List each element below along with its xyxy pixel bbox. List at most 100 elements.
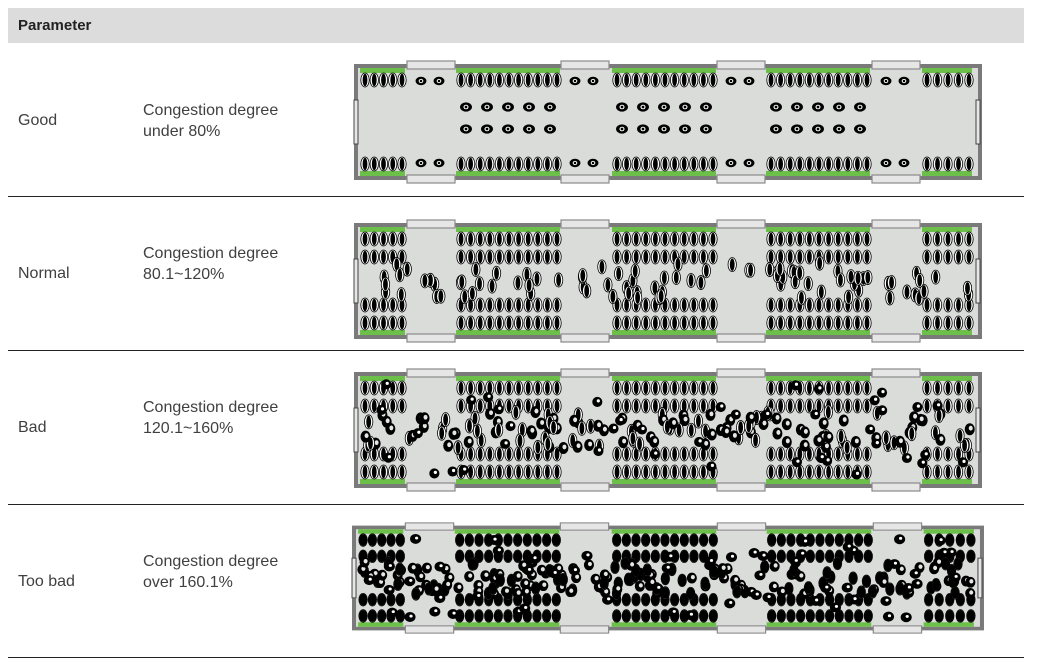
- passenger-body: [532, 534, 542, 547]
- passenger-body: [945, 399, 951, 413]
- passenger-body: [696, 414, 701, 428]
- passenger-body: [371, 447, 377, 461]
- passenger-body: [945, 250, 951, 264]
- train-diagram-normal: [353, 219, 982, 343]
- passenger-crowded-highlight: [749, 414, 754, 420]
- end-cap-right: [977, 557, 983, 599]
- passenger-body: [767, 550, 776, 563]
- passenger-body: [542, 550, 551, 563]
- passenger-body: [921, 285, 927, 298]
- passenger-crowded-highlight: [799, 573, 804, 578]
- passenger-body: [552, 609, 561, 622]
- door-top: [716, 219, 766, 229]
- seat-bench-bottom: [360, 479, 405, 484]
- passenger-eye: [464, 127, 468, 131]
- passenger-body: [637, 437, 642, 451]
- passenger-body: [653, 399, 658, 413]
- passenger-body: [855, 381, 860, 395]
- passenger-crowded-highlight: [817, 437, 822, 443]
- passenger-crowded-highlight: [496, 418, 501, 424]
- passenger-body: [507, 574, 516, 587]
- passenger-body: [362, 381, 368, 395]
- passenger-body: [786, 534, 795, 547]
- passenger-body: [787, 232, 793, 246]
- passenger-body: [477, 399, 483, 413]
- passenger-crowded-highlight: [914, 571, 918, 575]
- train-group: [353, 219, 982, 343]
- passenger-body: [643, 298, 649, 312]
- passenger-body: [681, 232, 687, 246]
- passenger-body: [681, 447, 687, 461]
- passenger-body: [503, 534, 513, 547]
- door-bottom: [871, 482, 921, 492]
- passenger-crowded-highlight: [540, 567, 545, 572]
- passenger-crowded-highlight: [826, 458, 830, 462]
- passenger-body: [535, 250, 541, 264]
- passenger-body: [956, 399, 961, 413]
- passenger-body: [924, 232, 930, 246]
- passenger-body: [390, 316, 396, 330]
- seat-bench-top: [611, 529, 717, 534]
- passenger-crowded-highlight: [373, 571, 378, 576]
- passenger-crowded-highlight: [425, 564, 430, 570]
- passenger-body: [710, 232, 716, 246]
- passenger-crowded-highlight: [818, 386, 822, 390]
- passenger-body: [653, 232, 658, 246]
- seat-bench-top: [922, 227, 972, 232]
- passenger-body: [675, 257, 681, 271]
- passenger-crowded-highlight: [573, 417, 578, 423]
- passenger-body: [797, 73, 803, 87]
- passenger-body: [542, 609, 551, 622]
- passenger-body: [807, 381, 812, 395]
- passenger-body: [399, 232, 405, 246]
- passenger-body: [672, 73, 677, 87]
- passenger-body: [545, 298, 550, 312]
- passenger-eye: [747, 161, 751, 165]
- passenger-crowded-highlight: [905, 614, 909, 618]
- passenger-body: [472, 412, 478, 425]
- passenger-body: [484, 550, 493, 563]
- passenger-body: [554, 381, 560, 395]
- passenger-body: [487, 381, 493, 395]
- passenger-crowded-highlight: [921, 460, 925, 464]
- passenger-body: [614, 316, 620, 330]
- passenger-body: [399, 465, 405, 479]
- passenger-body: [804, 581, 813, 594]
- passenger-eye: [527, 127, 531, 131]
- passenger-body: [614, 73, 620, 87]
- passenger-body: [966, 250, 972, 264]
- passenger-body: [653, 157, 658, 171]
- passenger-body: [396, 593, 405, 606]
- passenger-body: [487, 465, 493, 479]
- passenger-body: [787, 157, 793, 171]
- passenger-body: [390, 381, 396, 395]
- passenger-body: [864, 316, 870, 330]
- seat-bench-top: [923, 529, 974, 534]
- door-top: [716, 522, 767, 531]
- passenger-eye: [548, 127, 552, 131]
- passenger-crowded-highlight: [854, 438, 859, 444]
- passenger-body: [643, 232, 649, 246]
- passenger-eye: [774, 127, 778, 131]
- passenger-body: [458, 157, 464, 171]
- passenger-body: [641, 550, 650, 563]
- passenger-body: [459, 275, 465, 289]
- passenger-crowded-highlight: [916, 581, 920, 585]
- passenger-eye: [858, 127, 862, 131]
- passenger-crowded-highlight: [933, 565, 938, 571]
- passenger-crowded-highlight: [954, 574, 958, 578]
- passenger-body: [845, 73, 851, 87]
- passenger-body: [816, 298, 822, 312]
- passenger-body: [477, 277, 482, 290]
- passenger-body: [855, 250, 860, 264]
- passenger-crowded-highlight: [755, 592, 759, 596]
- passenger-body: [760, 560, 769, 573]
- passenger-body: [658, 290, 664, 303]
- passenger-eye: [485, 105, 489, 109]
- passenger-body: [710, 447, 716, 461]
- passenger-crowded-highlight: [772, 583, 777, 589]
- row-level-label: Too bad: [18, 573, 75, 590]
- row-description: Congestion degree under 80%: [143, 102, 279, 140]
- passenger-body: [935, 381, 940, 395]
- passenger-body: [768, 73, 774, 87]
